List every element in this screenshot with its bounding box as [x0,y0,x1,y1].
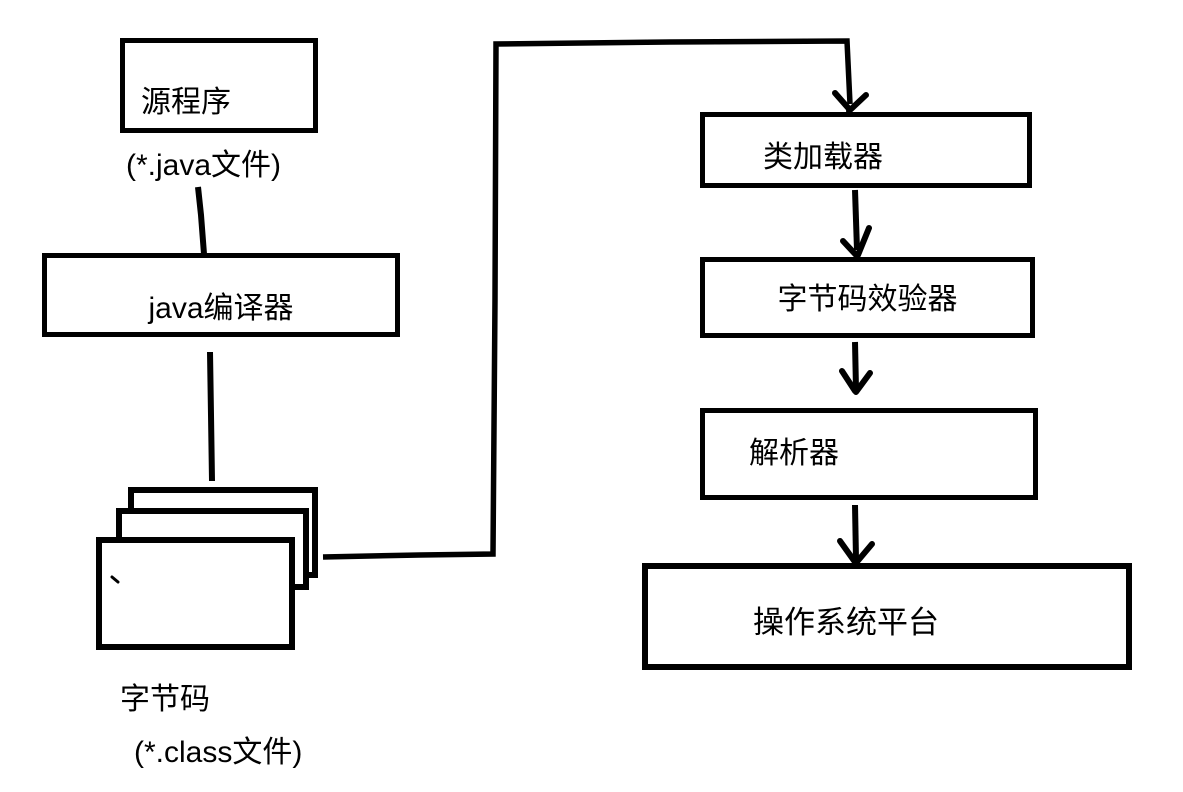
bytecode-file-caption: (*.class文件) [134,736,303,769]
node-parser-label: 解析器 [749,436,839,470]
edge-source-to-compiler-line [195,186,207,255]
node-os-platform-label: 操作系统平台 [753,604,939,640]
node-parser: 解析器 [700,408,1038,500]
node-os-platform: 操作系统平台 [642,563,1132,670]
node-source-program: 源程序 [120,38,318,133]
edge-compiler-to-bytecode-line [207,351,215,482]
node-java-compiler: java编译器 [42,253,400,337]
edge-verifier-to-parser-line [852,341,859,390]
node-class-loader-label: 类加载器 [763,140,883,174]
source-program-file-caption: (*.java文件) [126,149,282,182]
arrowhead-into-parser [839,368,873,395]
arrowhead-into-os [837,538,875,566]
node-bytecode-verifier: 字节码效验器 [700,257,1035,338]
arrowhead-into-classloader [832,90,869,114]
node-java-compiler-label: java编译器 [148,291,294,325]
bytecode-caption: 字节码 [120,683,210,716]
node-source-program-label: 源程序 [141,85,231,119]
edge-classloader-to-verifier-line [852,189,860,251]
node-bytecode-verifier-label: 字节码效验器 [777,283,958,317]
edge-parser-to-os-line [852,504,859,560]
arrowhead-into-verifier [840,225,872,259]
node-class-loader: 类加载器 [700,112,1032,188]
bytecode-page-front [96,537,295,650]
